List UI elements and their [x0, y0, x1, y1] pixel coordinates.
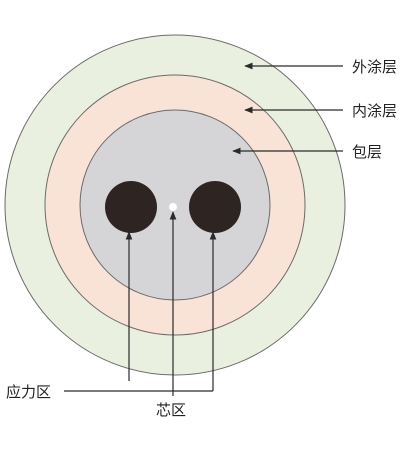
fiber-core	[169, 203, 177, 211]
stress-rod-left	[105, 181, 157, 233]
inner-coating-label: 内涂层	[352, 102, 398, 120]
outer-coating-label: 外涂层	[352, 58, 398, 76]
core-region-label: 芯区	[156, 401, 187, 419]
stress-region-label: 应力区	[6, 383, 52, 401]
stress-rod-right	[189, 181, 241, 233]
cladding-label: 包层	[352, 143, 383, 161]
